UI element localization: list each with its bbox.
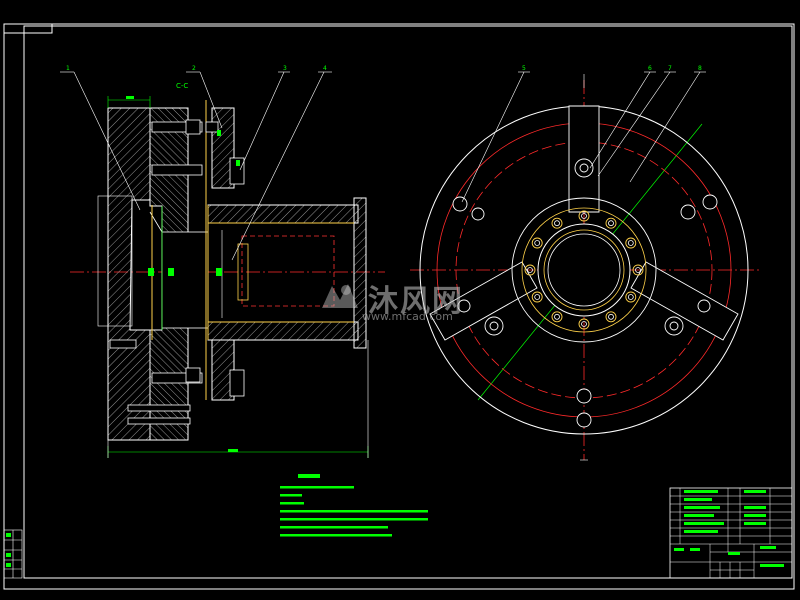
bolt-hole: [625, 291, 637, 303]
bolt-hole-inner: [534, 294, 541, 300]
balloon-1: 1: [66, 65, 70, 72]
bolt-hole-inner: [627, 294, 634, 300]
balloon-2: 2: [192, 65, 196, 72]
section-label: C-C: [176, 82, 188, 90]
bolt-hole: [632, 264, 644, 276]
bolt-hole-inner: [527, 267, 533, 273]
bolt-hole-inner: [554, 220, 560, 227]
bolt-hole: [531, 237, 543, 249]
balloon-6: 6: [648, 65, 652, 72]
balloon-4: 4: [323, 65, 327, 72]
bolt-hole-inner: [627, 240, 634, 246]
bolt-hole-inner: [581, 213, 587, 219]
bolt-hole-inner: [608, 313, 614, 320]
bolt-hole-inner: [554, 313, 560, 320]
sheet-border: [3, 23, 795, 590]
left-revision-block: [3, 529, 23, 579]
mfcad-logo-icon: [322, 284, 358, 308]
bolt-hole: [551, 217, 563, 229]
bolt-hole: [551, 311, 563, 323]
bolt-hole-inner: [608, 220, 614, 227]
bolt-hole-inner: [581, 321, 587, 327]
title-block: [669, 487, 793, 579]
watermark: 沐风网 www.mfcad.com: [318, 276, 488, 324]
balloon-7: 7: [668, 65, 672, 72]
bolt-hole: [578, 210, 590, 222]
bolt-hole: [625, 237, 637, 249]
bolt-hole: [605, 217, 617, 229]
bolt-hole: [605, 311, 617, 323]
balloon-5: 5: [522, 65, 526, 72]
bolt-hole: [531, 291, 543, 303]
bolt-hole-inner: [534, 240, 541, 246]
bolt-hole: [578, 318, 590, 330]
balloon-8: 8: [698, 65, 702, 72]
technical-notes: [280, 474, 428, 537]
balloon-3: 3: [283, 65, 287, 72]
watermark-url: www.mfcad.com: [362, 310, 453, 323]
watermark-title: 沐风网: [368, 284, 464, 319]
bolt-hole-inner: [635, 267, 641, 273]
section-view: [60, 71, 385, 458]
bolt-hole: [524, 264, 536, 276]
front-view: [410, 71, 760, 461]
